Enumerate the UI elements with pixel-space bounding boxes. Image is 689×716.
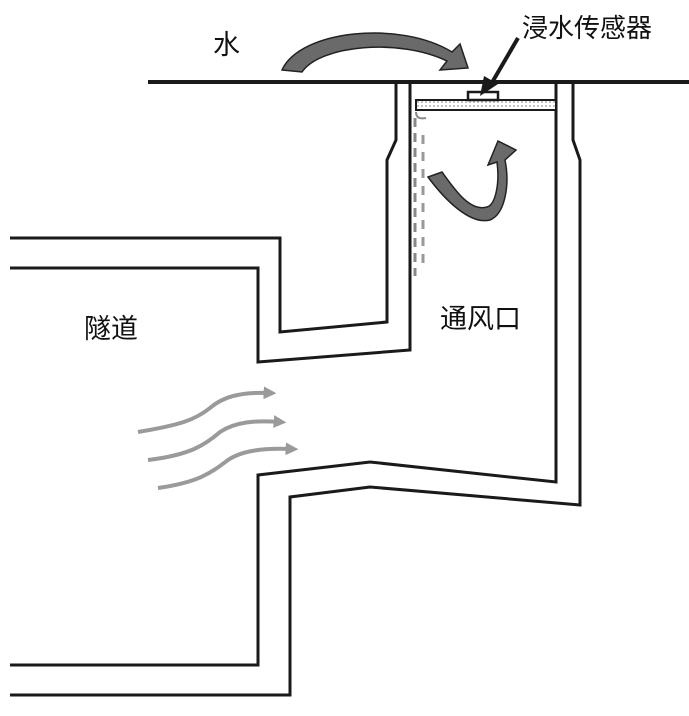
water-flow-arrow bbox=[280, 32, 470, 73]
vent-label: 通风口 bbox=[440, 304, 521, 335]
water-label: 水 bbox=[213, 30, 240, 61]
sensor-plate bbox=[415, 99, 557, 111]
tunnel-label: 隧道 bbox=[84, 314, 138, 345]
sensor-pointer-arrow bbox=[488, 36, 520, 88]
airflow-arrow-2 bbox=[147, 415, 287, 462]
sensor-pointer-arrowhead bbox=[480, 76, 498, 96]
plate-rotation-arrow bbox=[426, 139, 518, 222]
tunnel-ceiling-inner bbox=[10, 82, 412, 364]
sensor-label: 浸水传感器 bbox=[522, 14, 653, 44]
plate-hinge bbox=[415, 111, 427, 120]
airflow-arrow-3 bbox=[157, 442, 299, 490]
airflow-arrow-1 bbox=[137, 386, 277, 434]
vent-right-wall-inner bbox=[10, 82, 558, 667]
vent-right-wall-outer bbox=[10, 82, 582, 697]
tunnel-ceiling-outer bbox=[10, 82, 398, 334]
